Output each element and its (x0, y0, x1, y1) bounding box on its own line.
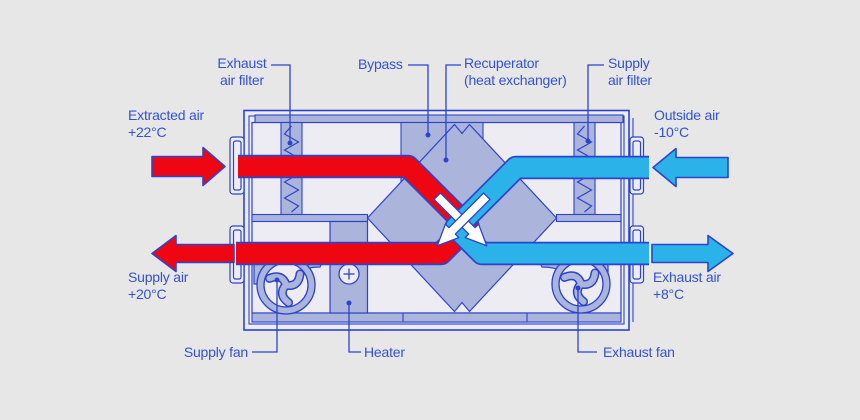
label-line: Exhaust fan (603, 344, 675, 360)
leader-dots (274, 132, 591, 306)
heat-exchange-arrows-icon (433, 192, 491, 247)
flow-arrows (151, 146, 734, 273)
label-line: Exhaust (217, 55, 267, 71)
exhaust-air-arrow-icon (651, 234, 734, 273)
label-line: +8°C (653, 286, 684, 302)
label-supply-air: Supply air +20°C (128, 269, 188, 303)
label-line: +20°C (128, 286, 167, 302)
label-line: Heater (364, 344, 405, 360)
label-recuperator: Recuperator (heat exchanger) (464, 55, 567, 89)
label-line: Bypass (358, 56, 403, 72)
supply-air-arrow-icon (151, 234, 235, 273)
label-line: air filter (608, 72, 652, 88)
label-exhaust-air-filter: Exhaust air filter (199, 55, 285, 89)
fan-impeller-icon (264, 269, 305, 308)
label-line: air filter (220, 72, 264, 88)
casing-top-panel (254, 114, 624, 124)
divider-shelf (555, 213, 622, 223)
divider-shelf (251, 213, 369, 223)
label-heater: Heater (364, 344, 405, 361)
supply-fan (253, 255, 322, 315)
label-line: Outside air (654, 107, 720, 123)
label-supply-fan: Supply fan (148, 344, 248, 361)
label-line: Supply fan (183, 344, 248, 360)
label-line: -10°C (654, 124, 689, 140)
label-line: (heat exchanger) (464, 72, 567, 88)
label-supply-air-filter: Supply air filter (608, 55, 652, 89)
label-bypass: Bypass (358, 56, 403, 73)
label-line: +22°C (128, 124, 167, 140)
label-extracted-air: Extracted air +22°C (128, 107, 204, 141)
label-line: Extracted air (128, 107, 204, 123)
label-exhaust-air: Exhaust air +8°C (653, 269, 721, 303)
exhaust-fan (540, 254, 611, 314)
heater-plus-icon (338, 263, 360, 285)
heater-column (329, 220, 369, 314)
label-outside-air: Outside air -10°C (654, 107, 720, 141)
extracted-air-arrow-icon (151, 146, 226, 187)
label-line: Recuperator (464, 55, 539, 71)
label-line: Supply air (128, 269, 189, 285)
leader-lines (252, 64, 604, 353)
label-line: Supply (608, 55, 650, 71)
label-exhaust-fan: Exhaust fan (603, 344, 675, 361)
outside-air-arrow-icon (652, 147, 729, 188)
label-line: Exhaust air (653, 269, 721, 285)
